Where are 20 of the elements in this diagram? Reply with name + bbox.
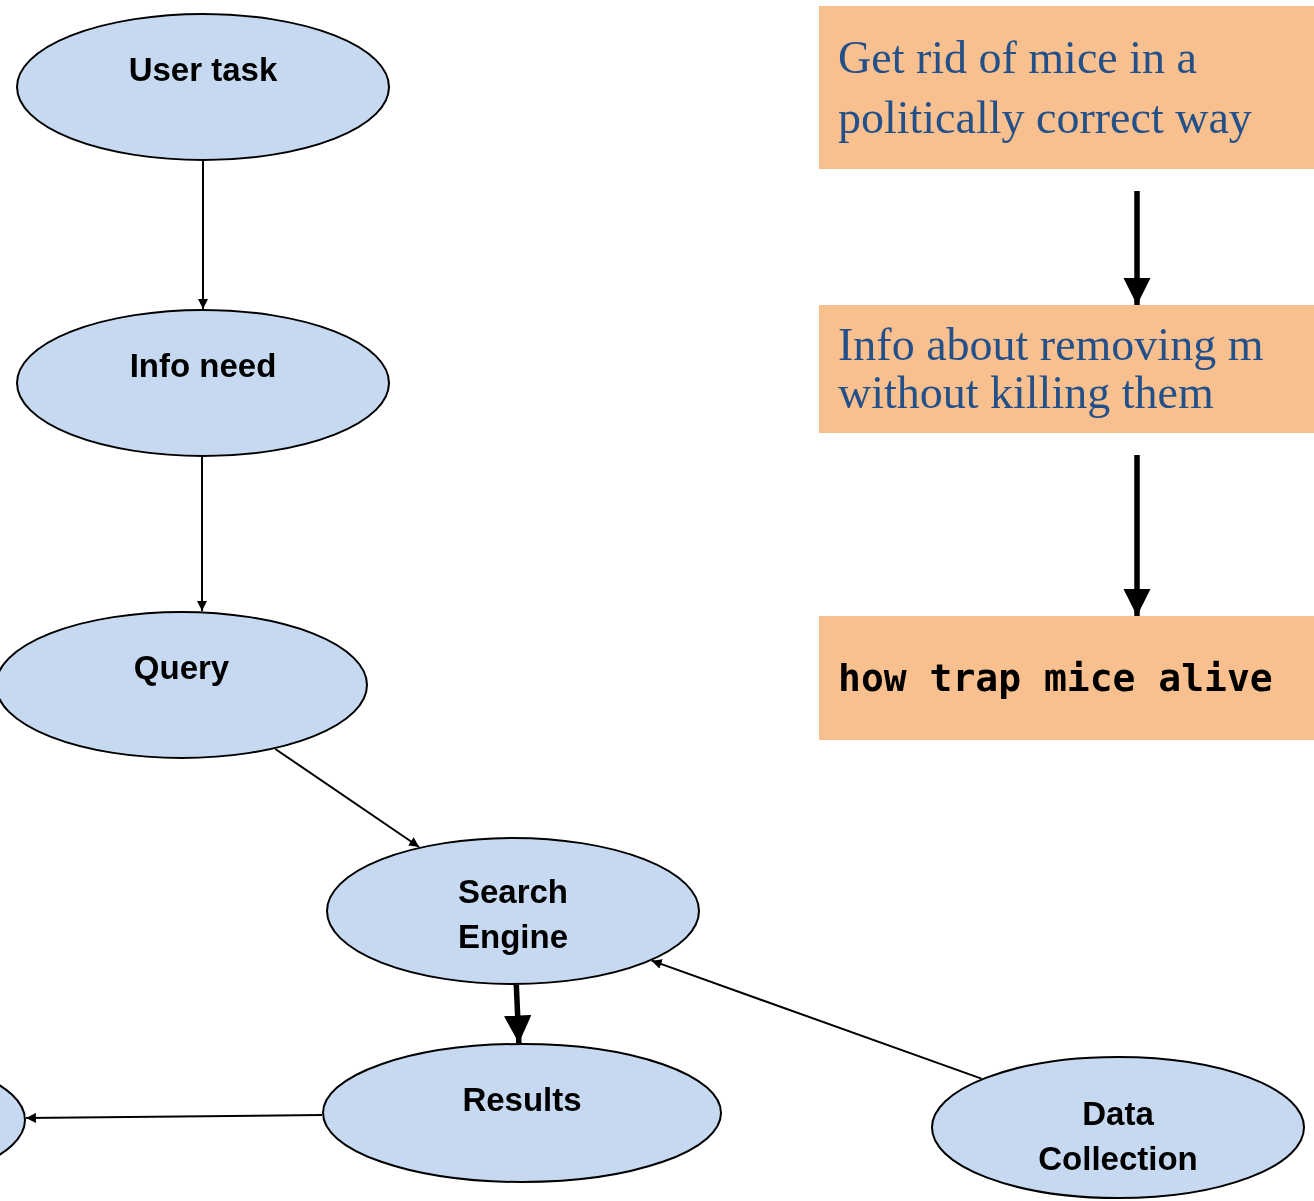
step-box [819, 305, 1314, 433]
node-label: Data Collection [1037, 1094, 1199, 1179]
arrow [274, 747, 421, 848]
step-text: how trap mice alive [838, 656, 1273, 700]
node-label: Query [133, 648, 230, 688]
node-label: Info need [129, 346, 277, 386]
step-box [819, 6, 1314, 169]
step-text: Info about removing m without killing them [838, 321, 1265, 417]
arrow [650, 959, 983, 1080]
arrow [198, 160, 208, 310]
arrow [503, 984, 532, 1044]
arrow [1123, 455, 1151, 616]
node-label: Search Engine [456, 872, 570, 957]
step-box [819, 616, 1314, 740]
node-label: Results [462, 1080, 582, 1120]
node-label: User task [128, 50, 278, 90]
step-text: Get rid of mice in a politically correct way [838, 30, 1253, 145]
arrow [197, 456, 207, 612]
arrow [24, 1112, 324, 1123]
arrow [1123, 191, 1151, 305]
